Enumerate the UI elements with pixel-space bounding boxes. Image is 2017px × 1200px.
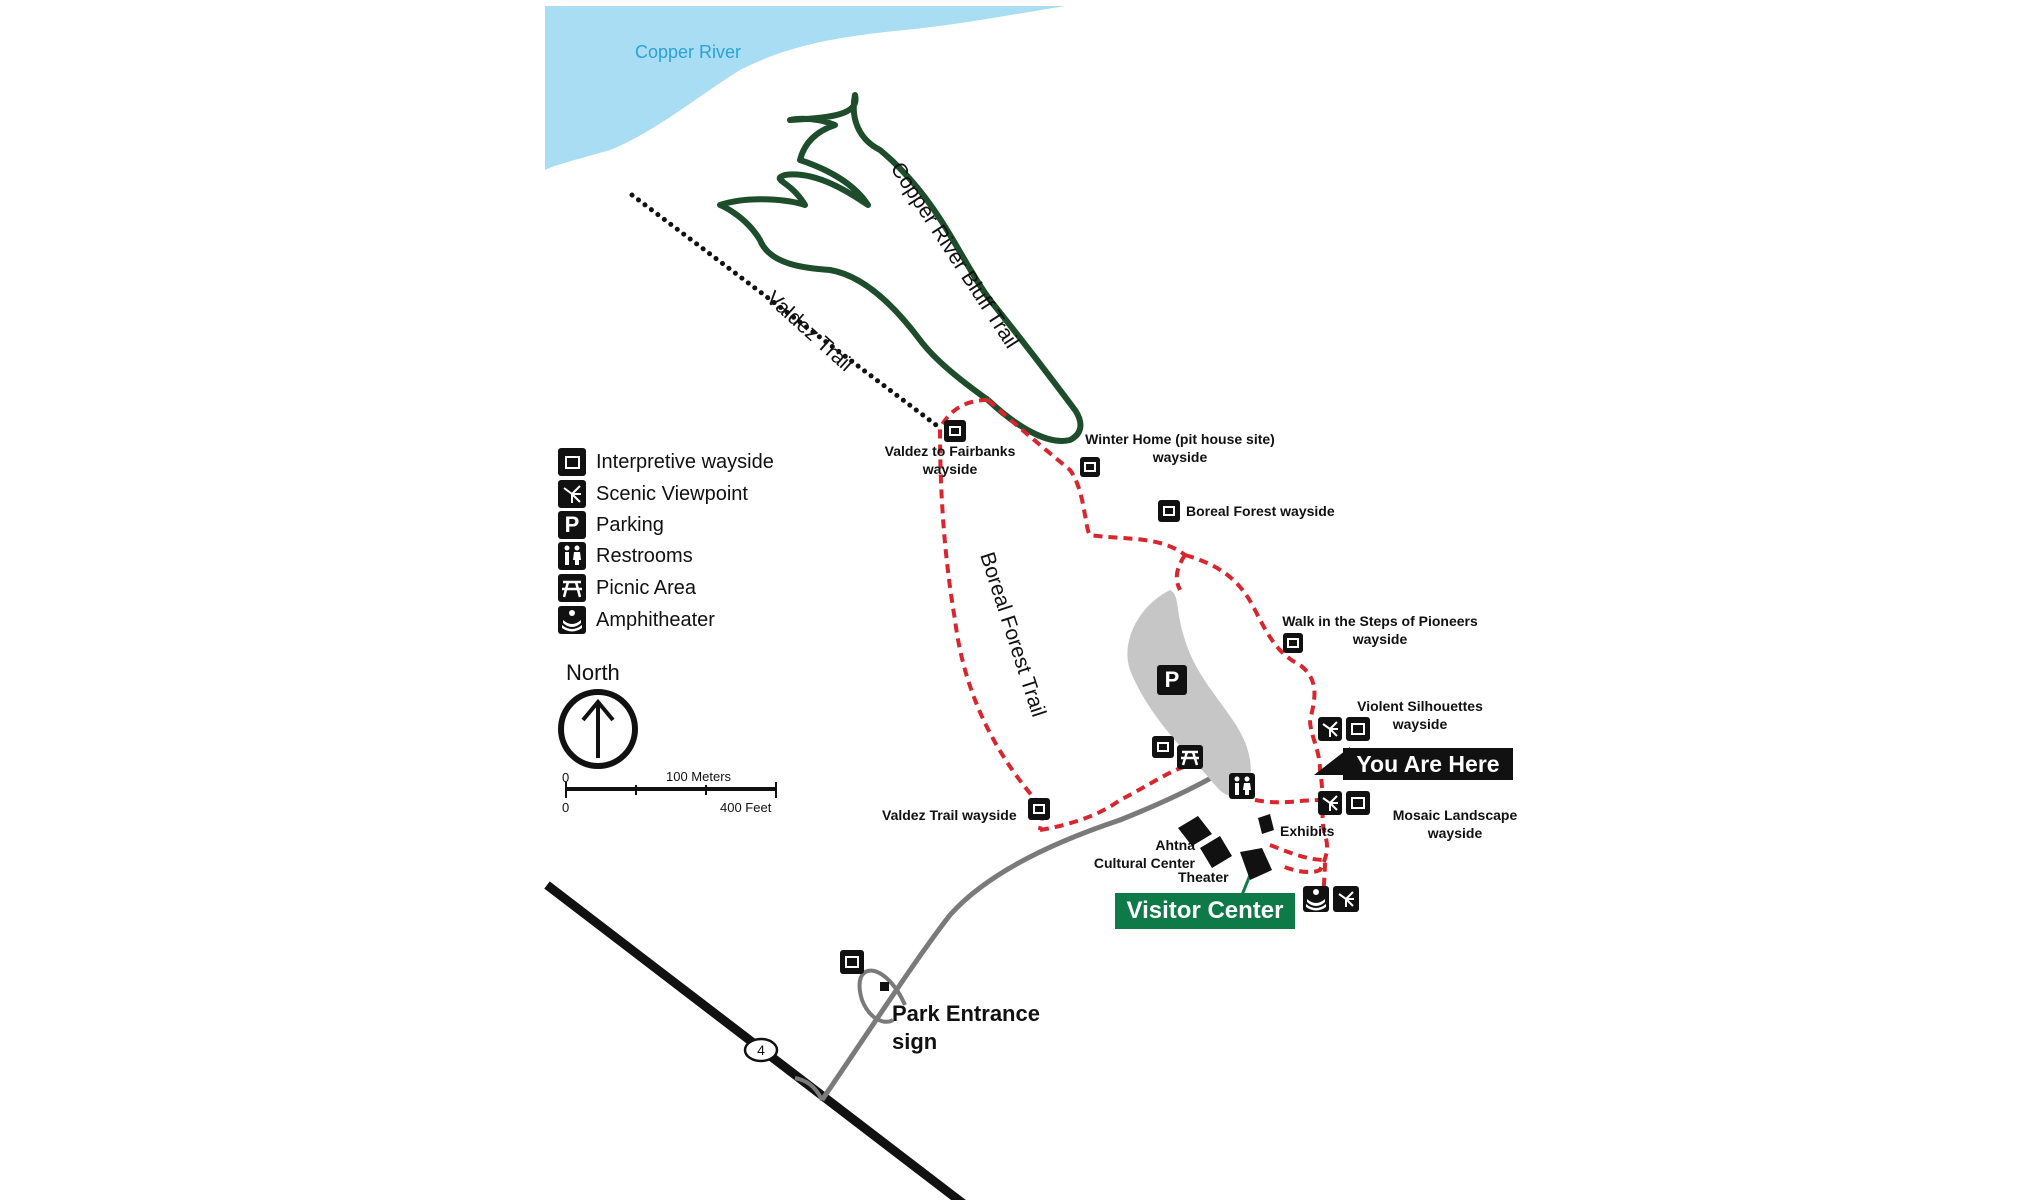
scale-zero-top: 0 <box>562 770 569 785</box>
legend-label: Picnic Area <box>596 576 697 599</box>
scale-feet: 400 Feet <box>720 800 772 815</box>
buildings <box>1178 814 1274 880</box>
legend-scenic-viewpoint: Scenic Viewpoint <box>558 479 748 509</box>
theater-label: Theater <box>1178 869 1229 885</box>
picnic-area-map-icon[interactable] <box>1177 745 1203 769</box>
scale-bar-fill <box>566 787 776 790</box>
entrance-spur <box>794 1076 824 1101</box>
legend-parking: P Parking <box>558 510 664 540</box>
legend-label: Parking <box>596 513 664 536</box>
entrance-loop <box>857 968 907 1024</box>
legend-restrooms: Restrooms <box>558 541 693 571</box>
amphitheater-viewpoint-icon[interactable] <box>1333 886 1359 912</box>
valdez-trail-wayside-label: Valdez Trail wayside <box>882 807 1017 823</box>
copper-river-bluff-trail-line <box>717 92 1084 444</box>
ahtna-cultural-center-building <box>1178 816 1212 846</box>
amphitheater-map-icon[interactable] <box>1303 886 1329 912</box>
copper-river-name: Copper River <box>635 42 741 62</box>
highway-number: 4 <box>757 1042 765 1058</box>
visitor-center-building <box>1240 848 1272 880</box>
valdez-to-fairbanks-wayside-icon[interactable] <box>944 420 966 442</box>
theater-building <box>1200 836 1232 868</box>
mosaic-landscape-wayside-icon[interactable] <box>1346 791 1370 815</box>
scale-zero-bottom: 0 <box>562 800 569 815</box>
you-are-here-label: You Are Here <box>1343 748 1513 780</box>
restrooms-icon <box>558 542 586 570</box>
violent-silhouettes-viewpoint-icon[interactable] <box>1318 717 1342 741</box>
winter-home-label: Winter Home (pit house site)wayside <box>1085 431 1275 465</box>
scenic-viewpoint-icon <box>558 480 586 508</box>
park-entrance-sign-marker <box>880 982 889 991</box>
visitor-center-label[interactable]: Visitor Center <box>1115 893 1295 929</box>
park-road <box>819 767 1227 1102</box>
boreal-forest-trail-name: Boreal Forest Trail <box>975 549 1050 719</box>
valdez-trail-line <box>629 192 943 431</box>
exhibits-building <box>1258 814 1274 834</box>
legend-label: Scenic Viewpoint <box>596 482 748 505</box>
boreal-forest-wayside-icon[interactable] <box>1158 500 1180 522</box>
valdez-trail-name: Valdez Trail <box>762 287 858 376</box>
violent-silhouettes-wayside-icon[interactable] <box>1346 717 1370 741</box>
picnic-area-icon <box>558 574 586 602</box>
boreal-forest-wayside-label: Boreal Forest wayside <box>1186 503 1335 519</box>
legend-label: Amphitheater <box>596 608 715 631</box>
legend-picnic-area: Picnic Area <box>558 573 696 603</box>
legend-label: Interpretive wayside <box>596 450 774 473</box>
pioneers-wayside-icon[interactable] <box>1283 633 1303 653</box>
copper-river-water <box>545 6 1065 170</box>
parking-lot <box>1127 590 1251 797</box>
north-label: North <box>566 660 620 685</box>
park-entrance-wayside-icon[interactable] <box>840 950 864 974</box>
exhibits-label: Exhibits <box>1280 823 1335 839</box>
picnic-wayside-icon[interactable] <box>1152 736 1174 758</box>
legend-amphitheater: Amphitheater <box>558 605 715 635</box>
restrooms-map-icon[interactable] <box>1229 773 1255 799</box>
north-arrow-head <box>581 698 615 722</box>
parking-lot-icon[interactable]: P <box>1157 665 1187 695</box>
interpretive-wayside-icon <box>558 448 586 476</box>
legend-label: Restrooms <box>596 544 693 567</box>
parking-icon: P <box>558 511 586 539</box>
legend-interpretive-wayside: Interpretive wayside <box>558 447 774 477</box>
mosaic-landscape-viewpoint-icon[interactable] <box>1318 791 1342 815</box>
amphitheater-icon <box>558 606 586 634</box>
valdez-trail-wayside-icon[interactable] <box>1028 798 1050 820</box>
you-are-here-pointer <box>1314 747 1350 775</box>
scale-meters: 100 Meters <box>666 769 732 784</box>
highway-shield <box>743 1037 779 1063</box>
winter-home-wayside-icon[interactable] <box>1080 457 1100 477</box>
